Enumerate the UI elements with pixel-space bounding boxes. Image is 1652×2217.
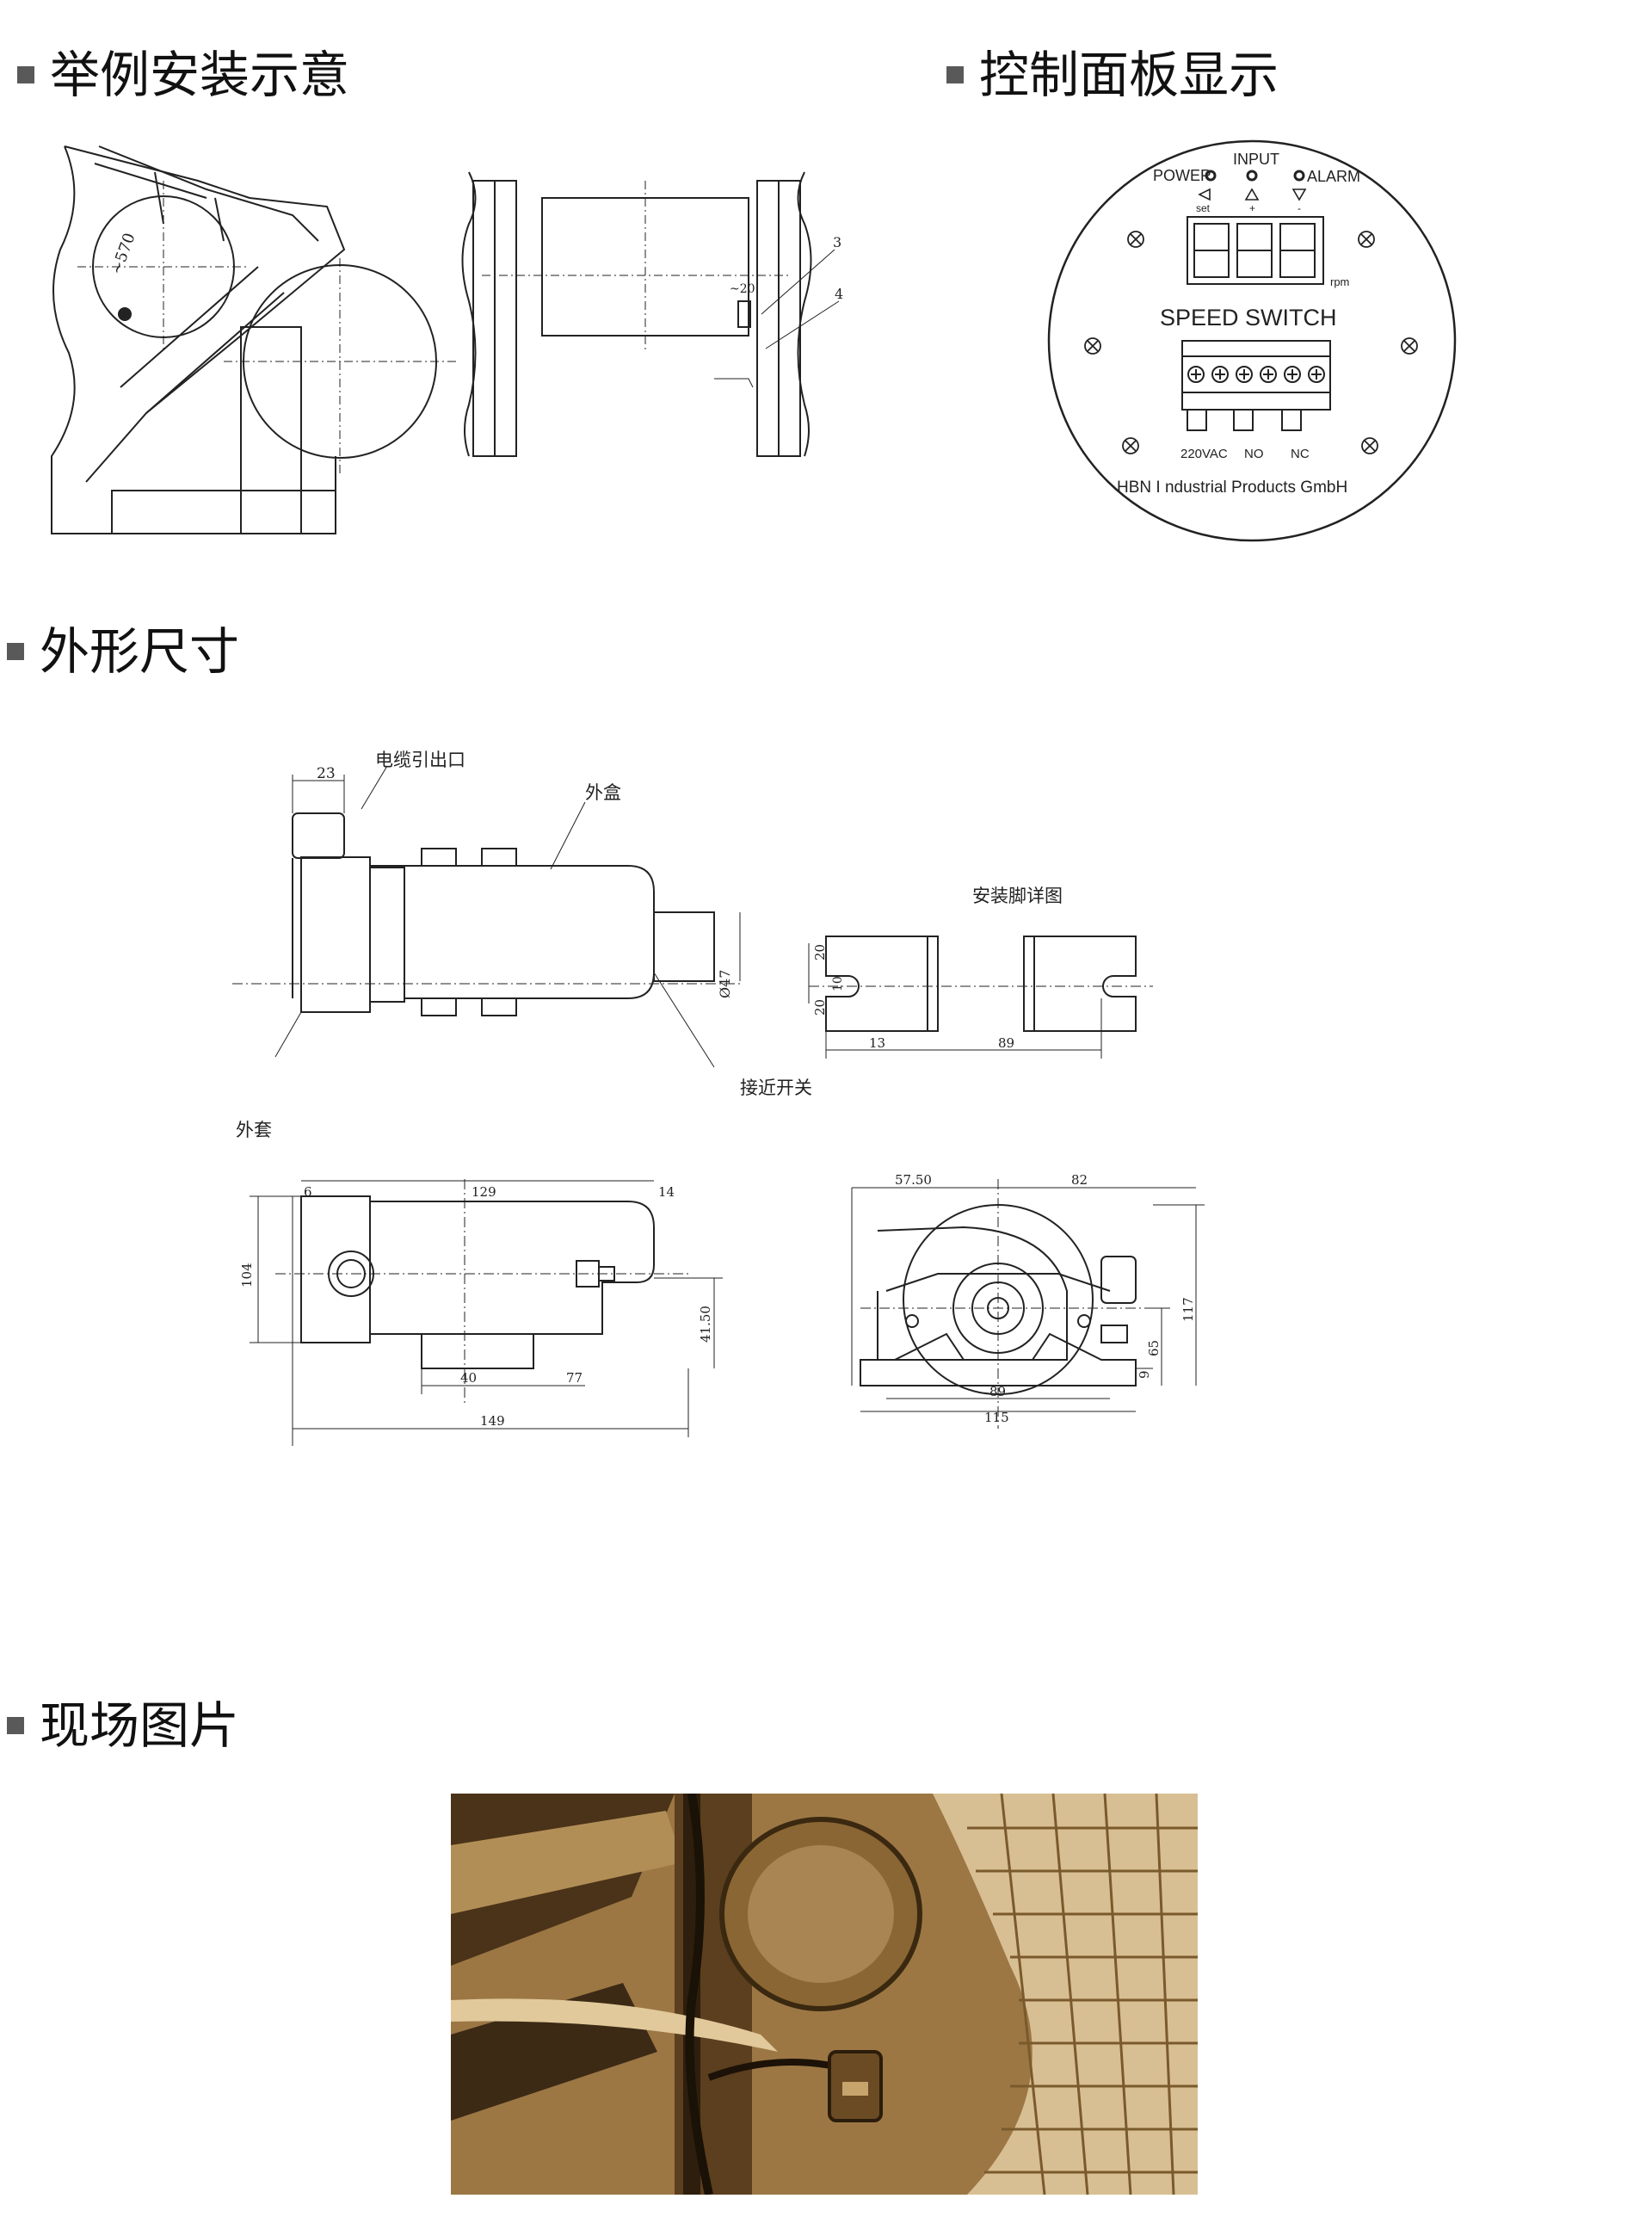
terminal-no-label: NO (1244, 447, 1264, 461)
side-40: 40 (460, 1370, 477, 1386)
set-button-icon[interactable] (1198, 188, 1211, 201)
alarm-led-icon (1293, 170, 1305, 182)
end-65: 65 (1146, 1340, 1162, 1356)
end-117: 117 (1180, 1297, 1196, 1322)
section-dimensions-label: 外形尺寸 (40, 622, 240, 681)
side-41-50: 41.50 (698, 1306, 713, 1343)
screw-icon (1361, 437, 1378, 454)
section-site-photo: 现场图片 (7, 1701, 239, 1751)
sensor-marker-icon (118, 307, 132, 321)
site-photo (451, 1794, 1198, 2195)
callout-4: 4 (835, 286, 843, 302)
section-dimensions: 外形尺寸 (7, 627, 239, 676)
input-label: INPUT (1233, 151, 1279, 168)
control-panel: POWER INPUT ALARM set + - rpm SPEED SWIT… (1047, 139, 1457, 542)
end-89: 89 (989, 1384, 1006, 1399)
screw-icon (1401, 337, 1418, 355)
section-install-example-label: 举例安装示意 (50, 46, 350, 104)
side-104: 104 (239, 1263, 255, 1288)
bullet-square-icon (946, 66, 964, 83)
screw-icon (1358, 231, 1375, 248)
input-led-icon (1246, 170, 1258, 182)
end-82: 82 (1071, 1172, 1088, 1188)
foot-10: 10 (831, 976, 845, 991)
power-led-icon (1205, 170, 1217, 182)
bullet-square-icon (7, 1717, 24, 1734)
section-install-example: 举例安装示意 (17, 50, 349, 100)
speed-switch-title: SPEED SWITCH (1160, 305, 1337, 330)
side-129: 129 (472, 1184, 496, 1200)
sleeve-label: 外套 (236, 1120, 272, 1140)
terminal-block (1181, 340, 1331, 431)
outer-box-label: 外盒 (585, 782, 621, 803)
bullet-square-icon (7, 643, 24, 660)
end-57-50: 57.50 (895, 1172, 932, 1188)
terminal-220vac-label: 220VAC (1180, 447, 1228, 461)
cable-outlet-label: 电缆引出口 (375, 750, 465, 770)
terminal-nc-label: NC (1291, 447, 1310, 461)
side-77: 77 (566, 1370, 583, 1386)
dim-23: 23 (317, 765, 336, 782)
mount-detail-label: 安装脚详图 (972, 886, 1063, 906)
increase-button-icon[interactable] (1244, 188, 1260, 201)
plus-label: + (1249, 202, 1255, 214)
maker-label: HBN I ndustrial Products GmbH (1117, 479, 1347, 497)
proximity-switch-label: 接近开关 (740, 1078, 812, 1098)
dim-20-label: ~20 (730, 282, 755, 296)
side-149: 149 (480, 1413, 505, 1429)
power-label: POWER (1153, 167, 1211, 184)
foot-20a: 20 (812, 944, 828, 960)
alarm-label: ALARM (1307, 168, 1360, 185)
rpm-label: rpm (1330, 275, 1349, 288)
screw-icon (1127, 231, 1144, 248)
dimension-drawing: 23 电缆引出口 外盒 安装脚详图 Ø47 接近开关 外套 20 10 20 1… (232, 750, 1205, 1446)
end-9: 9 (1137, 1370, 1152, 1379)
install-example-drawing: ~570 3 4 ~20 (51, 145, 843, 534)
dia-47-label: Ø47 (717, 970, 733, 998)
decrease-button-icon[interactable] (1291, 188, 1307, 201)
side-14: 14 (658, 1184, 675, 1200)
section-control-panel: 控制面板显示 (946, 50, 1279, 100)
rpm-display (1187, 216, 1324, 285)
foot-20b: 20 (812, 999, 828, 1016)
end-115: 115 (984, 1410, 1009, 1425)
set-label: set (1196, 202, 1211, 214)
screw-icon (1084, 337, 1101, 355)
dim-570-label: ~570 (108, 231, 139, 277)
site-photo-drawing (451, 1794, 1198, 2195)
callout-3: 3 (833, 234, 841, 250)
side-6: 6 (304, 1184, 312, 1200)
section-control-panel-label: 控制面板显示 (979, 46, 1279, 104)
minus-label: - (1298, 202, 1301, 214)
foot-89: 89 (998, 1035, 1014, 1051)
section-site-photo-label: 现场图片 (40, 1696, 240, 1755)
foot-13: 13 (869, 1035, 885, 1051)
bullet-square-icon (17, 66, 34, 83)
screw-icon (1122, 437, 1139, 454)
